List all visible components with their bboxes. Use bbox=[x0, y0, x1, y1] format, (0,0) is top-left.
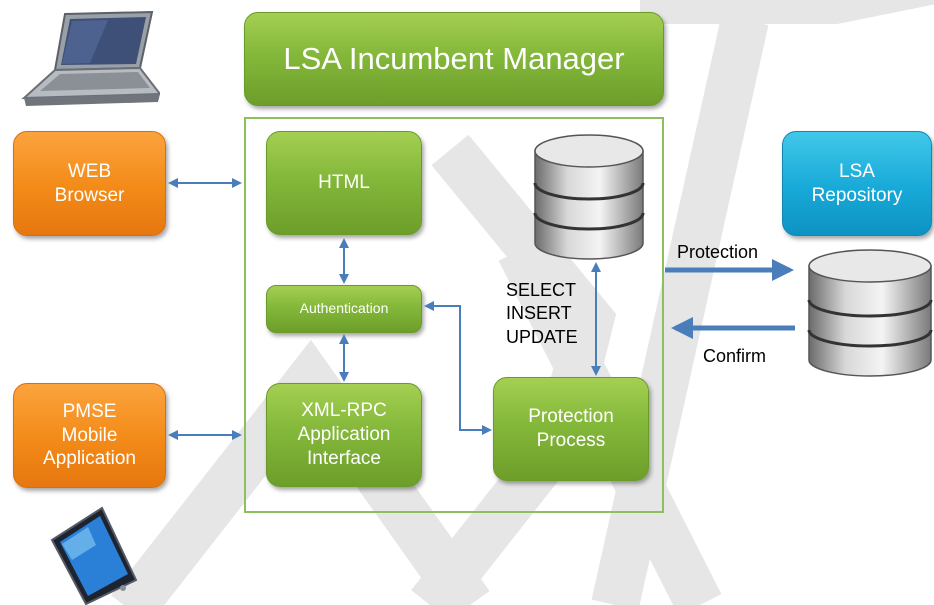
laptop-icon bbox=[21, 10, 160, 106]
protection-label: Protection bbox=[677, 242, 759, 262]
html-label: HTML bbox=[318, 172, 370, 194]
authentication-label: Authentication bbox=[299, 300, 389, 317]
database-icon bbox=[807, 249, 933, 377]
protection-process-box: Protection Process bbox=[493, 377, 649, 481]
confirm-label: Confirm bbox=[703, 346, 767, 366]
web-browser-label: WEB Browser bbox=[54, 160, 125, 206]
incumbent-manager-frame bbox=[244, 117, 664, 513]
database-icon bbox=[533, 134, 645, 260]
web-browser-box: WEB Browser bbox=[13, 131, 166, 236]
pmse-mobile-app-box: PMSE Mobile Application bbox=[13, 383, 166, 488]
pmse-mobile-app-label: PMSE Mobile Application bbox=[43, 400, 136, 470]
title-box: LSA Incumbent Manager bbox=[244, 12, 664, 106]
xml-rpc-label: XML-RPC Application Interface bbox=[297, 400, 391, 469]
auth-protection-arrow bbox=[424, 301, 492, 435]
xml-rpc-box: XML-RPC Application Interface bbox=[266, 383, 422, 487]
title-text: LSA Incumbent Manager bbox=[283, 40, 625, 76]
db-operations-label: SELECT INSERT UPDATE bbox=[506, 280, 578, 347]
html-box: HTML bbox=[266, 131, 422, 235]
lsa-repository-box: LSA Repository bbox=[782, 131, 932, 236]
authentication-box: Authentication bbox=[266, 285, 422, 333]
mobile-phone-icon bbox=[50, 506, 138, 605]
protection-process-label: Protection Process bbox=[528, 406, 614, 451]
lsa-repository-label: LSA Repository bbox=[811, 160, 903, 206]
